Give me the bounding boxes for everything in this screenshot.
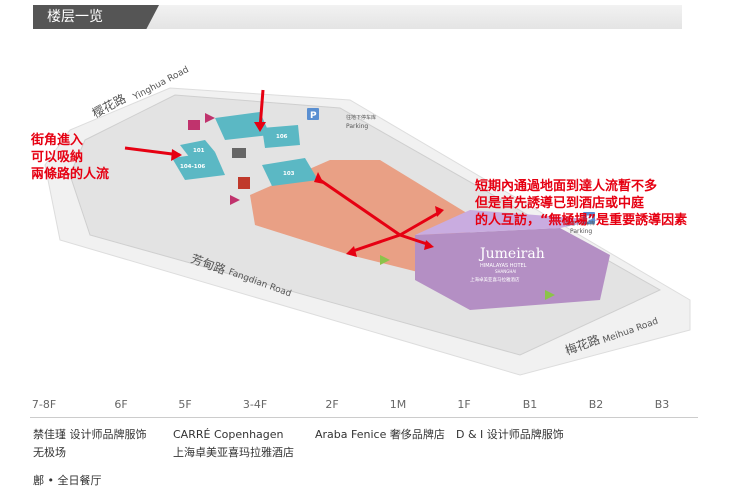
parking-top-cn: 往地下停车库 [346, 114, 376, 121]
svg-text:103: 103 [283, 171, 295, 177]
tenant-link[interactable]: 上海卓美亚喜玛拉雅酒店 [173, 446, 294, 459]
tenant-link[interactable]: Araba Fenice 奢侈品牌店 [315, 428, 445, 441]
tab-5f[interactable]: 5F [178, 398, 192, 411]
unit-103 [262, 158, 318, 186]
entry-arrow-4 [545, 290, 555, 300]
tab-b3[interactable]: B3 [654, 398, 670, 411]
parking-top-en: Parking [346, 123, 368, 130]
tab-b1[interactable]: B1 [522, 398, 538, 411]
annotation-line: 街角進入 [31, 133, 84, 148]
annotation-arrowheads [171, 122, 444, 257]
hotel-sub2: SHANGHAI [495, 269, 516, 274]
hotel-name: Jumeirah [478, 246, 545, 262]
escalator-icon [232, 148, 246, 158]
tenant-link[interactable]: 禁佳瑾 设计师品牌服饰 [33, 428, 147, 441]
shop-icon [188, 120, 200, 130]
annotation-line: 的人互訪，“無極場”是重要誘導因素 [475, 213, 688, 228]
svg-text:P: P [586, 215, 593, 225]
tab-7-8f[interactable]: 7-8F [31, 398, 57, 411]
annotation-line: 短期內通過地面到達人流暫不多 [475, 179, 658, 194]
section-header: 楼层一览 [33, 5, 682, 29]
entry-arrow-3 [380, 255, 390, 265]
restroom-icon [238, 177, 250, 189]
entry-arrow-2 [230, 195, 240, 205]
tenant-link[interactable]: 鄌 • 全日餐厅 [33, 474, 102, 487]
unit-102 [215, 112, 270, 140]
tenant-link[interactable]: 无极场 [33, 446, 66, 459]
floor-map: Jumeirah HIMALAYAS HOTEL SHANGHAI 上海卓美亚喜… [44, 65, 691, 376]
svg-text:104-106: 104-106 [180, 164, 205, 170]
annotation-line: 可以吸納 [31, 150, 84, 165]
unit-106 [262, 125, 300, 148]
parking-right-cn: 往地下停车库 [565, 220, 595, 227]
tab-6f[interactable]: 6F [114, 398, 128, 411]
annotation-line: 兩條路的人流 [31, 167, 110, 182]
hotel-sub: HIMALAYAS HOTEL [480, 263, 527, 269]
parking-right-en: Parking [570, 228, 592, 235]
annotation-arrows [124, 89, 441, 254]
tab-1f[interactable]: 1F [457, 398, 471, 411]
tab-b2[interactable]: B2 [588, 398, 604, 411]
page-title: 楼层一览 [33, 5, 159, 29]
annotation-right: 短期內通過地面到達人流暫不多 但是首先誘導已到酒店或中庭 的人互訪，“無極場”是… [475, 178, 687, 229]
tab-3-4f[interactable]: 3-4F [242, 398, 268, 411]
floor-tabs: 7-8F 6F 5F 3-4F 2F 1M 1F B1 B2 B3 [30, 395, 698, 418]
svg-text:106: 106 [276, 134, 288, 140]
hotel-cn: 上海卓美亚喜马拉雅酒店 [470, 276, 520, 283]
tenant-link[interactable]: D & I 设计师品牌服饰 [456, 428, 564, 441]
hotel-block [415, 228, 610, 310]
annotation-line: 但是首先誘導已到酒店或中庭 [475, 196, 645, 211]
parking-icon-right [583, 212, 595, 224]
tab-1m[interactable]: 1M [389, 398, 407, 411]
svg-text:101: 101 [193, 148, 205, 154]
annotation-left: 街角進入 可以吸納 兩條路的人流 [31, 132, 109, 183]
unit-104-106 [172, 152, 225, 180]
tenant-link[interactable]: CARRÉ Copenhagen [173, 428, 284, 441]
entry-arrow-1 [205, 113, 215, 123]
tab-2f[interactable]: 2F [325, 398, 339, 411]
svg-text:P: P [310, 111, 317, 121]
parking-icon-top [307, 108, 319, 120]
